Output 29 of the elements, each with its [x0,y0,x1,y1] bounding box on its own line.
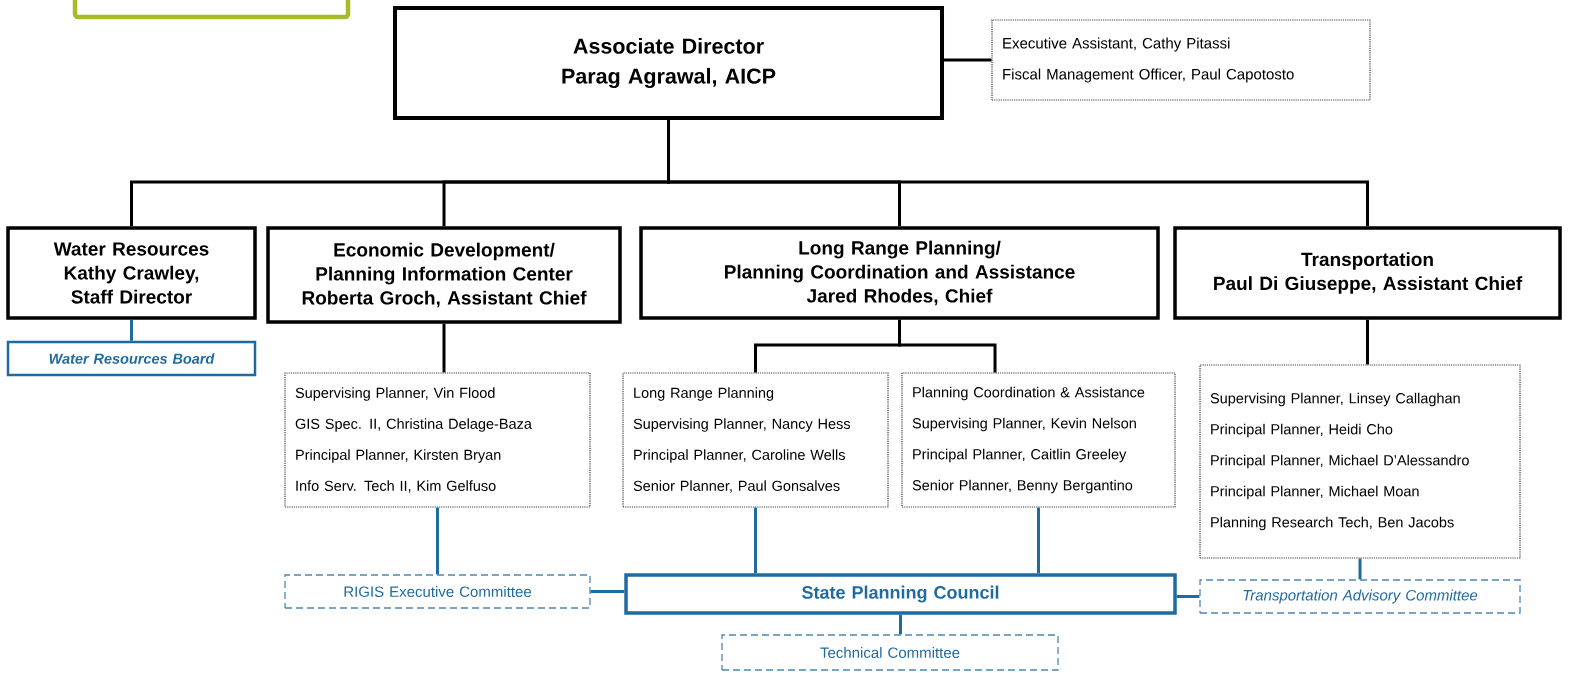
director-box: Associate Director Parag Agrawal, AICP [393,6,944,120]
connector-line [590,590,625,593]
connector-line [1037,507,1040,574]
committee-box: RIGIS Executive Committee [284,574,591,609]
connector-line [899,614,902,635]
connector-line [1366,319,1369,365]
connector-line [436,507,439,575]
connector-line [1176,595,1200,598]
connector-line [1358,558,1362,580]
connector-line [130,319,133,341]
staff-list-box: Executive Assistant, Cathy Pitassi Fiscal Management Officer, Paul Capotosto [991,19,1371,101]
division-box: Water Resources Kathy Crawley, Staff Director [6,226,257,320]
board-box: Water Resources Board [6,340,257,377]
empty-box [72,0,351,20]
council-box: State Planning Council [624,573,1177,615]
connector-line [754,507,757,574]
staff-list-box: Supervising Planner, Linsey Callaghan Principal Planner, Heidi Cho Principal Planner, Michael D’Alessandro Principal Planner, Michael Moan Planning Research Tech, Ben Jacobs [1199,364,1521,559]
division-box: Transportation Paul Di Giuseppe, Assistant Chief [1173,226,1562,320]
staff-list-box: Long Range Planning Supervising Planner, Nancy Hess Principal Planner, Caroline Wells Senior Planner, Paul Gonsalves [622,372,889,508]
committee-box: Technical Committee [721,634,1059,671]
committee-box: Transportation Advisory Committee [1199,579,1521,614]
connector-line [898,319,997,373]
connector-line [442,323,446,373]
division-box: Long Range Planning/ Planning Coordination and Assistance Jared Rhodes, Chief [639,226,1160,320]
staff-list-box: Supervising Planner, Vin Flood GIS Spec. II, Christina Delage-Baza Principal Planner, Kirsten Bryan Info Serv. Tech II, Kim Gelfuso [284,372,591,508]
staff-list-box: Planning Coordination & Assistance Supervising Planner, Kevin Nelson Principal Planner, Caitlin Greeley Senior Planner, Benny Bergantino [901,372,1176,508]
division-box: Economic Development/ Planning Information Center Roberta Groch, Assistant Chief [266,226,622,324]
connector-line [667,120,1369,227]
connector-line [944,58,992,62]
